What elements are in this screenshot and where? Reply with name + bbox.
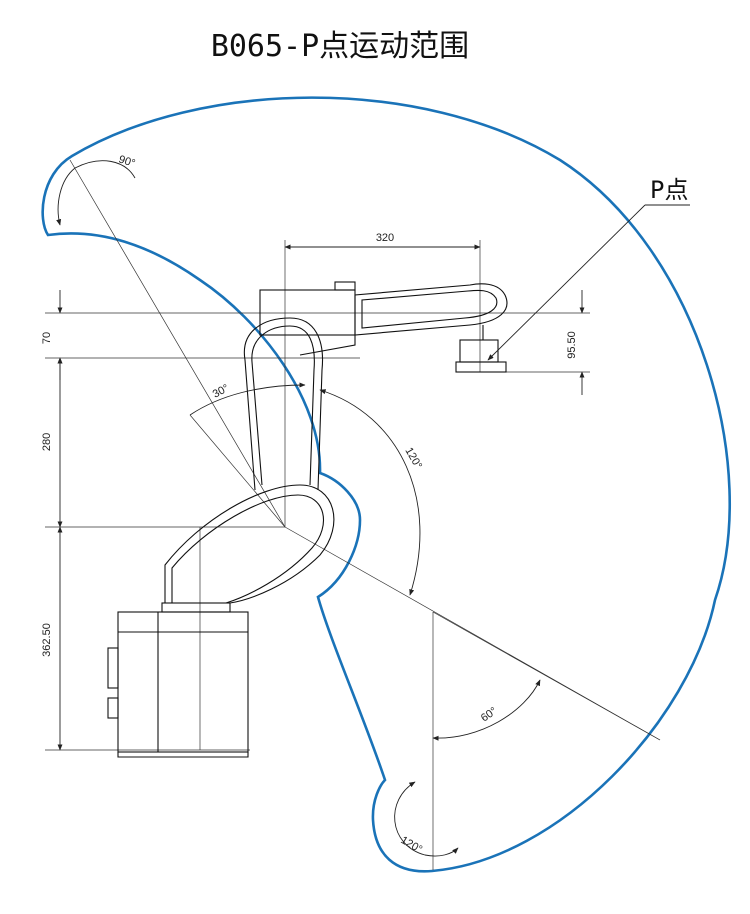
dim-label-70: 70 <box>41 332 53 344</box>
robot-forearm <box>259 281 508 373</box>
angle-label-60: 60° <box>479 705 500 724</box>
dimension-70: 70 <box>41 290 63 380</box>
robot-base <box>107 602 249 758</box>
robot-upper-arm <box>243 317 324 491</box>
dim-label-362-50: 362.50 <box>41 623 53 657</box>
workspace-envelope <box>41 96 731 873</box>
dimension-320: 320 <box>284 232 481 250</box>
angle-120-bottom: 120° <box>394 781 459 857</box>
angle-60: 60° <box>432 679 541 741</box>
p-point-leader: P点 <box>487 176 690 361</box>
dimension-362-50: 362.50 <box>41 526 63 751</box>
angle-label-120-bottom: 120° <box>399 834 425 856</box>
angle-label-30: 30° <box>211 382 231 400</box>
page-title: B065-P点运动范围 <box>211 29 469 64</box>
robot-lower-arm <box>164 484 335 604</box>
p-point-label: P点 <box>650 176 688 204</box>
dim-label-320: 320 <box>376 232 394 244</box>
angle-90: 90° <box>56 153 137 226</box>
angle-label-90: 90° <box>117 153 137 170</box>
angle-120-middle: 120° <box>319 389 424 596</box>
dim-label-280: 280 <box>41 433 53 451</box>
dimension-280: 280 <box>41 357 63 528</box>
construction-lines <box>45 159 661 870</box>
angle-label-120-middle: 120° <box>402 446 424 472</box>
dimension-95-50: 95.50 <box>566 290 585 395</box>
dim-label-95-50: 95.50 <box>566 331 578 359</box>
